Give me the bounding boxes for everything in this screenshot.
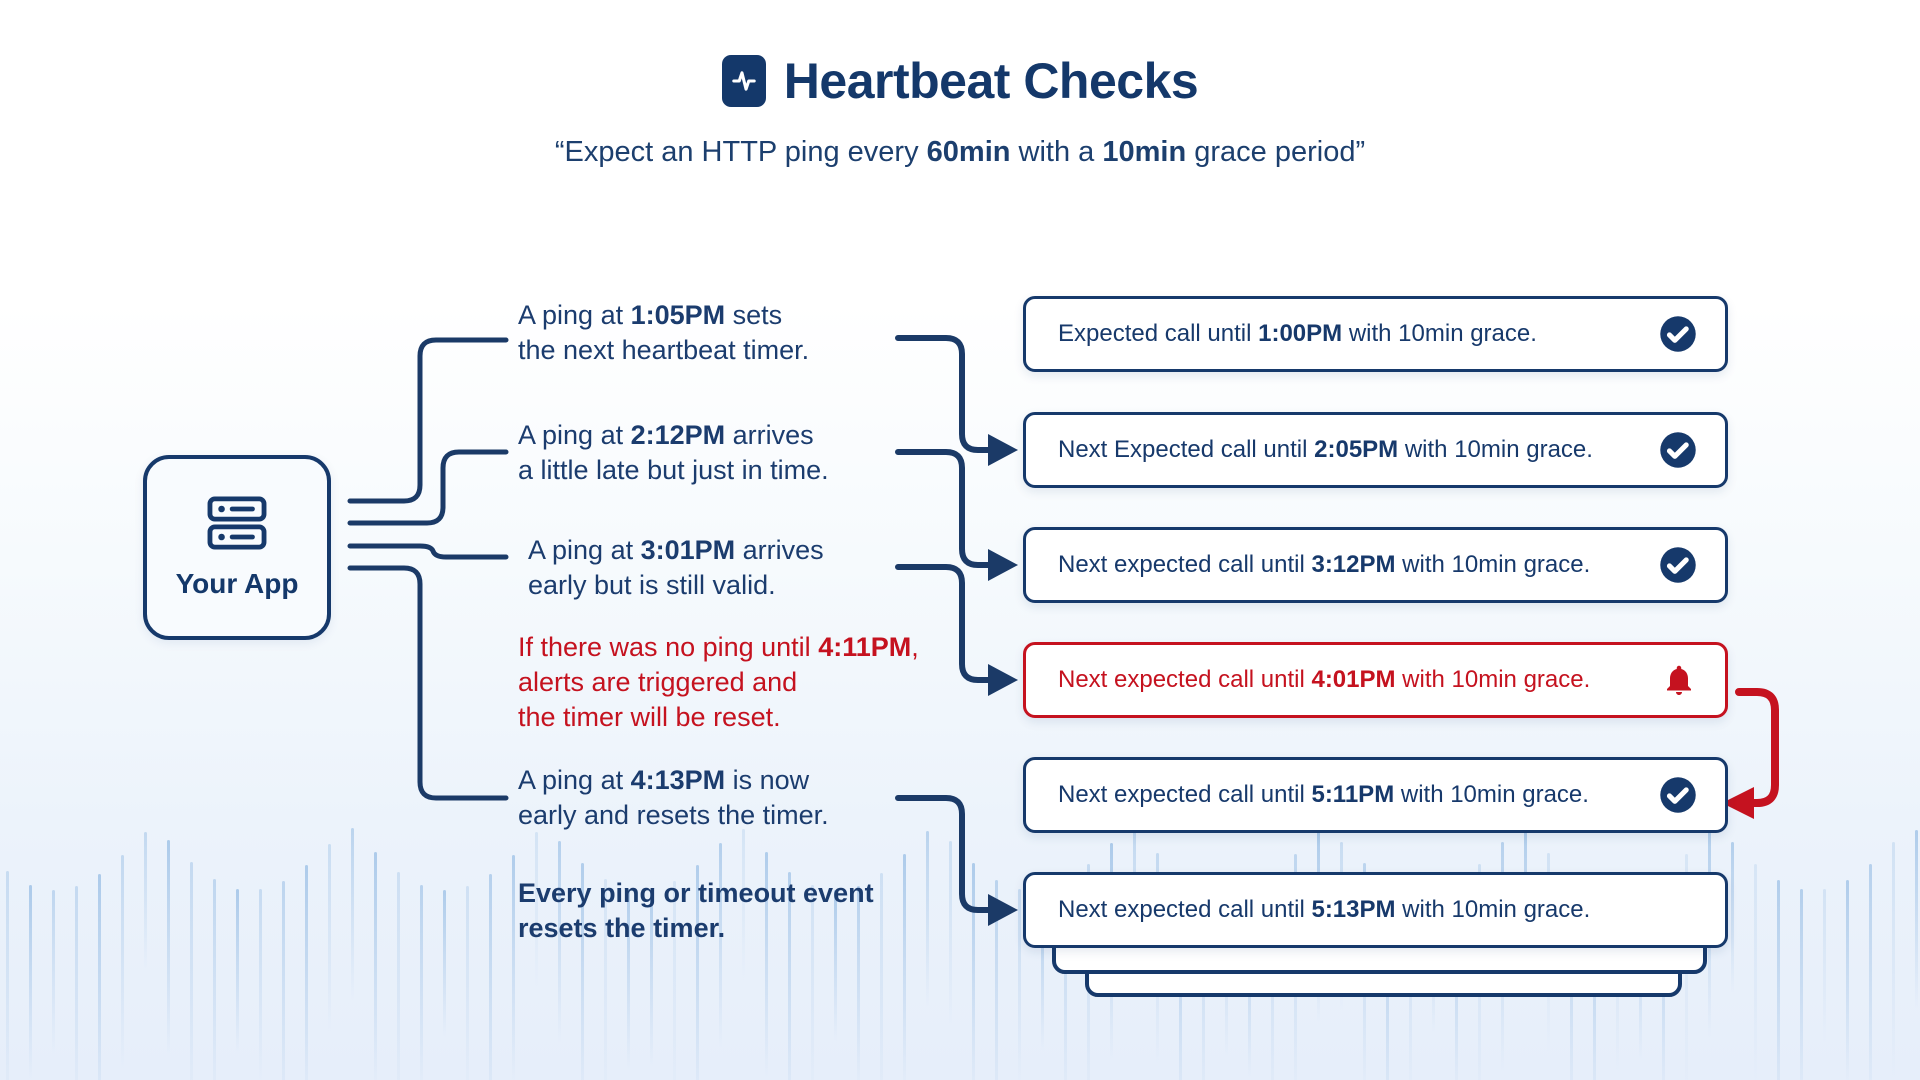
- event-card-1-00pm: Expected call until 1:00PM with 10min gr…: [1023, 296, 1728, 372]
- note-reset-rule: Every ping or timeout event resets the t…: [518, 878, 874, 943]
- app-label: Your App: [175, 568, 299, 599]
- alert-bell-icon: [1661, 662, 1697, 698]
- event-card-5-11pm: Next expected call until 5:11PM with 10m…: [1023, 757, 1728, 833]
- page-header: Heartbeat Checks: [0, 52, 1920, 110]
- check-icon: [1659, 431, 1697, 469]
- heartbeat-pulse-icon: [721, 55, 766, 107]
- event-card-3-12pm: Next expected call until 3:12PM with 10m…: [1023, 527, 1728, 603]
- note-ping-4-13pm: A ping at 4:13PM is now early and resets…: [518, 765, 829, 830]
- check-icon: [1659, 315, 1697, 353]
- arrow-line-to-card-3: [895, 449, 991, 568]
- note-missed-ping-4-11pm: If there was no ping until 4:11PM, alert…: [518, 632, 919, 732]
- subtitle: “Expect an HTTP ping every 60min with a …: [554, 136, 1366, 168]
- arrowhead-card-3: [988, 549, 1018, 581]
- fan-line-2: [347, 449, 509, 526]
- check-icon: [1659, 776, 1697, 814]
- fan-line-4: [347, 565, 509, 801]
- event-card-5-13pm: Next expected call until 5:13PM with 10m…: [1023, 872, 1728, 948]
- fan-line-1: [347, 337, 509, 504]
- fan-line-3: [347, 543, 509, 560]
- arrowhead-card-4: [988, 664, 1018, 696]
- your-app-box: Your App: [143, 455, 331, 640]
- arrow-line-to-card-4: [895, 564, 991, 683]
- note-ping-1-05pm: A ping at 1:05PM sets the next heartbeat…: [518, 300, 810, 365]
- arrowhead-card-2: [988, 434, 1018, 466]
- arrow-line-to-card-2: [895, 335, 991, 453]
- event-card-4-01pm-alert: Next expected call until 4:01PM with 10m…: [1023, 642, 1728, 718]
- arrow-line-to-card-6: [895, 795, 991, 913]
- note-ping-3-01pm: A ping at 3:01PM arrives early but is st…: [528, 535, 824, 600]
- server-icon: [206, 495, 268, 556]
- note-ping-2-12pm: A ping at 2:12PM arrives a little late b…: [518, 420, 829, 485]
- event-card-2-05pm: Next Expected call until 2:05PM with 10m…: [1023, 412, 1728, 488]
- page-title: Heartbeat Checks: [783, 53, 1199, 109]
- alert-loop-line: [1735, 688, 1779, 807]
- arrowhead-card-6: [988, 894, 1018, 926]
- alert-loop-arrowhead: [1722, 787, 1754, 819]
- check-icon: [1659, 546, 1697, 584]
